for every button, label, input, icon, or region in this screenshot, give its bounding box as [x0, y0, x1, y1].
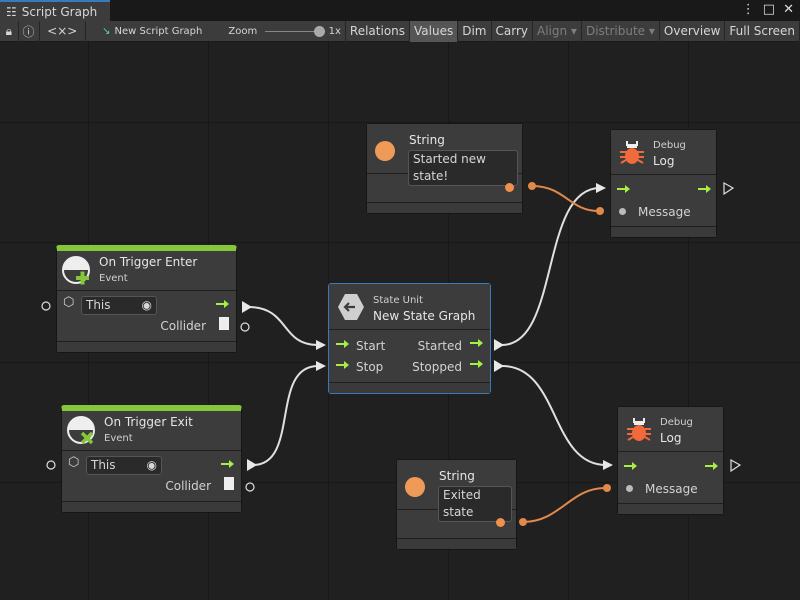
flow-in-arrow-icon: [336, 340, 349, 348]
flow-out-arrow-icon: [216, 300, 229, 308]
string-output-port[interactable]: [505, 183, 514, 192]
carry-button[interactable]: Carry: [492, 20, 533, 42]
relations-button[interactable]: Relations: [346, 20, 411, 42]
state-unit-icon: [338, 294, 364, 320]
bug-icon: [620, 141, 644, 164]
document-icon: [224, 477, 234, 490]
trigger-exit-icon: [67, 416, 95, 445]
state-unit-node[interactable]: State Unit New State Graph Start Stop St…: [328, 283, 491, 394]
target-field[interactable]: This◉: [81, 296, 157, 315]
title-bar: ☷ Script Graph ⋮ □ ✕: [0, 0, 800, 21]
zoom-value: 1x: [321, 20, 346, 42]
lock-icon[interactable]: 🔒︎: [0, 20, 19, 42]
string-output-port[interactable]: [496, 518, 505, 527]
flow-out-arrow-icon: [221, 460, 234, 468]
align-dropdown[interactable]: Align ▾: [533, 20, 582, 42]
string-node-1[interactable]: String Started new state!: [366, 123, 523, 214]
graph-breadcrumb[interactable]: ↘ New Script Graph: [102, 25, 203, 37]
on-trigger-exit-node[interactable]: On Trigger Exit Event ⬡ This◉ Collider: [61, 405, 242, 513]
flow-in-arrow-icon: [617, 185, 630, 193]
flow-out-arrow-icon: [698, 185, 711, 193]
close-icon[interactable]: ✕: [783, 2, 794, 17]
object-picker-icon: ◉: [141, 298, 152, 312]
hierarchy-icon: ☷: [6, 4, 17, 19]
toolbar: 🔒︎ ⓘ <×> ↘ New Script Graph Zoom 1x Rela…: [0, 20, 800, 42]
distribute-dropdown[interactable]: Distribute ▾: [582, 20, 660, 42]
on-trigger-enter-node[interactable]: On Trigger Enter Event ⬡ This◉ Collider: [56, 245, 237, 353]
values-button[interactable]: Values: [410, 20, 459, 42]
gameobject-icon: ⬡: [63, 295, 75, 310]
target-field[interactable]: This◉: [86, 456, 162, 475]
tab-script-graph[interactable]: ☷ Script Graph: [0, 0, 110, 21]
flow-in-arrow-icon: [336, 361, 349, 369]
flow-out-arrow-icon: [470, 339, 483, 347]
debug-log-node-2[interactable]: Debug Log Message: [617, 406, 724, 515]
flow-out-arrow-icon: [705, 462, 718, 470]
gameobject-icon: ⬡: [68, 455, 80, 470]
object-picker-icon: ◉: [146, 458, 157, 472]
flow-in-arrow-icon: [624, 462, 637, 470]
message-port[interactable]: [619, 208, 626, 215]
bug-icon: [627, 418, 651, 441]
debug-log-node-1[interactable]: Debug Log Message: [610, 129, 717, 238]
document-icon: [219, 317, 229, 330]
string-node-2[interactable]: String Exited state: [396, 459, 517, 550]
more-menu-icon[interactable]: ⋮: [741, 2, 755, 17]
zoom-slider[interactable]: [261, 21, 325, 42]
string-icon: [375, 141, 395, 161]
dim-button[interactable]: Dim: [458, 20, 492, 42]
overview-button[interactable]: Overview: [660, 20, 726, 42]
flow-out-arrow-icon: [470, 360, 483, 368]
maximize-icon[interactable]: □: [762, 2, 776, 17]
variables-icon[interactable]: <×>: [40, 20, 86, 42]
graph-icon: ↘: [102, 25, 111, 37]
string-value-field[interactable]: Exited state: [438, 486, 512, 522]
trigger-enter-icon: [62, 256, 90, 285]
message-port[interactable]: [626, 485, 633, 492]
info-icon[interactable]: ⓘ: [19, 20, 40, 42]
string-icon: [405, 477, 425, 497]
string-value-field[interactable]: Started new state!: [408, 150, 518, 186]
full-screen-button[interactable]: Full Screen: [725, 20, 800, 42]
zoom-label: Zoom: [228, 25, 258, 37]
